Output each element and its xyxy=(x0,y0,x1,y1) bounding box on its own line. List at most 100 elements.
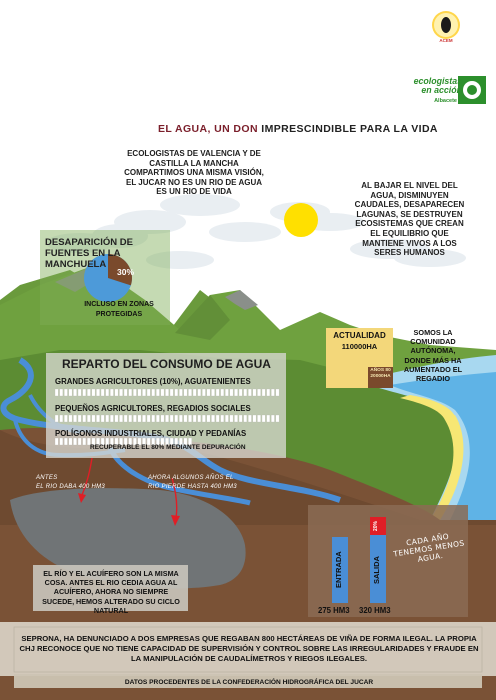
usage-unit-mark xyxy=(275,414,280,423)
usage-unit-mark xyxy=(77,437,82,446)
fuentes-pie-chart xyxy=(84,254,133,302)
reparto-row-2: PEQUEÑOS AGRICULTORES, REGADIOS SOCIALES xyxy=(55,404,251,413)
usage-unit-mark xyxy=(54,414,59,423)
usage-unit-mark xyxy=(137,414,142,423)
usage-unit-mark xyxy=(142,437,146,446)
usage-unit-mark xyxy=(197,414,202,423)
usage-unit-mark xyxy=(261,388,266,397)
usage-unit-mark xyxy=(169,414,174,423)
usage-unit-mark xyxy=(73,437,77,446)
usage-unit-mark xyxy=(96,414,100,423)
reparto-row-1: GRANDES AGRICULTORES (10%), AGUATENIENTE… xyxy=(55,377,251,386)
usage-unit-mark xyxy=(82,437,87,446)
usage-unit-mark xyxy=(243,388,248,397)
usage-unit-mark xyxy=(238,388,243,397)
usage-unit-mark xyxy=(215,388,220,397)
usage-unit-mark xyxy=(119,388,123,397)
usage-unit-mark xyxy=(206,414,211,423)
usage-unit-mark xyxy=(206,388,211,397)
usage-unit-mark xyxy=(73,388,77,397)
usage-unit-mark xyxy=(188,414,192,423)
usage-unit-mark xyxy=(100,388,105,397)
usage-unit-mark xyxy=(179,414,183,423)
usage-unit-mark xyxy=(183,388,188,397)
usage-unit-mark xyxy=(73,414,77,423)
usage-unit-mark xyxy=(119,414,123,423)
usage-unit-mark xyxy=(220,388,225,397)
usage-unit-mark xyxy=(252,388,257,397)
usage-unit-mark xyxy=(114,437,119,446)
usage-unit-mark xyxy=(77,414,82,423)
usage-unit-mark xyxy=(105,414,110,423)
usage-unit-mark xyxy=(188,388,192,397)
salida-bar xyxy=(370,535,386,603)
seprona-text: SEPRONA, HA DENUNCIADO A DOS EMPRESAS QU… xyxy=(19,634,479,663)
usage-unit-mark xyxy=(211,388,215,397)
usage-unit-mark xyxy=(133,414,137,423)
usage-unit-mark xyxy=(114,414,119,423)
brand-line-1: ecologistas xyxy=(413,76,462,86)
usage-unit-mark xyxy=(160,388,165,397)
usage-unit-mark xyxy=(87,414,91,423)
usage-unit-mark xyxy=(169,437,174,446)
sun-icon xyxy=(284,203,318,237)
usage-unit-mark xyxy=(220,414,225,423)
usage-unit-mark xyxy=(68,414,73,423)
usage-unit-mark xyxy=(123,388,128,397)
usage-unit-mark xyxy=(54,388,59,397)
usage-unit-mark xyxy=(165,388,169,397)
usage-unit-mark xyxy=(133,437,137,446)
usage-unit-mark xyxy=(151,437,156,446)
brand-line-2: en acción xyxy=(421,85,462,95)
usage-unit-mark xyxy=(174,437,179,446)
title-part-1: EL AGUA, UN DON xyxy=(158,123,262,135)
antes-label: ANTES EL RIO DABA 400 HM3 xyxy=(36,474,105,492)
usage-unit-mark xyxy=(105,437,110,446)
usage-unit-mark xyxy=(82,388,87,397)
usage-unit-mark xyxy=(225,414,229,423)
usage-unit-mark xyxy=(215,414,220,423)
usage-unit-mark xyxy=(123,437,128,446)
usage-unit-mark xyxy=(100,414,105,423)
usage-unit-mark xyxy=(64,414,68,423)
usage-unit-mark xyxy=(114,388,119,397)
usage-unit-mark xyxy=(68,437,73,446)
past-area-box xyxy=(368,367,393,388)
usage-unit-mark xyxy=(275,388,280,397)
usage-unit-mark xyxy=(183,414,188,423)
usage-unit-mark xyxy=(160,414,165,423)
fuentes-title: DESAPARICIÓN DE FUENTES EN LA MANCHUELA xyxy=(45,237,133,270)
usage-unit-mark xyxy=(59,388,64,397)
ecologistas-brand: ecologistas en acción xyxy=(392,77,462,95)
usage-unit-mark xyxy=(202,414,206,423)
usage-unit-mark xyxy=(229,414,234,423)
usage-unit-mark xyxy=(234,388,238,397)
usage-unit-mark xyxy=(183,437,188,446)
usage-unit-mark xyxy=(160,437,165,446)
usage-unit-mark xyxy=(179,437,183,446)
usage-unit-mark xyxy=(156,437,160,446)
entrada-bar xyxy=(332,537,348,603)
usage-unit-mark xyxy=(192,414,197,423)
usage-unit-mark xyxy=(261,414,266,423)
usage-unit-mark xyxy=(174,388,179,397)
usage-unit-mark xyxy=(133,388,137,397)
usage-unit-mark xyxy=(110,437,114,446)
usage-unit-mark xyxy=(82,414,87,423)
usage-unit-mark xyxy=(156,388,160,397)
usage-unit-mark xyxy=(137,388,142,397)
salida-value: 320 HM3 xyxy=(359,606,391,615)
usage-unit-mark xyxy=(128,437,133,446)
usage-unit-mark xyxy=(137,437,142,446)
salida-extra-label: 20% xyxy=(373,521,379,532)
usage-unit-mark xyxy=(96,388,100,397)
usage-unit-mark xyxy=(151,414,156,423)
ahora-label: AHORA ALGUNOS AÑOS EL RIO PIERDE HASTA 4… xyxy=(148,475,237,490)
usage-unit-mark xyxy=(271,414,275,423)
usage-unit-mark xyxy=(54,437,59,446)
usage-unit-mark xyxy=(266,388,271,397)
comunidad-text: SOMOS LA COMUNIDAD AUTÓNOMA, DONDE MÁS H… xyxy=(403,328,463,384)
usage-unit-mark xyxy=(64,388,68,397)
